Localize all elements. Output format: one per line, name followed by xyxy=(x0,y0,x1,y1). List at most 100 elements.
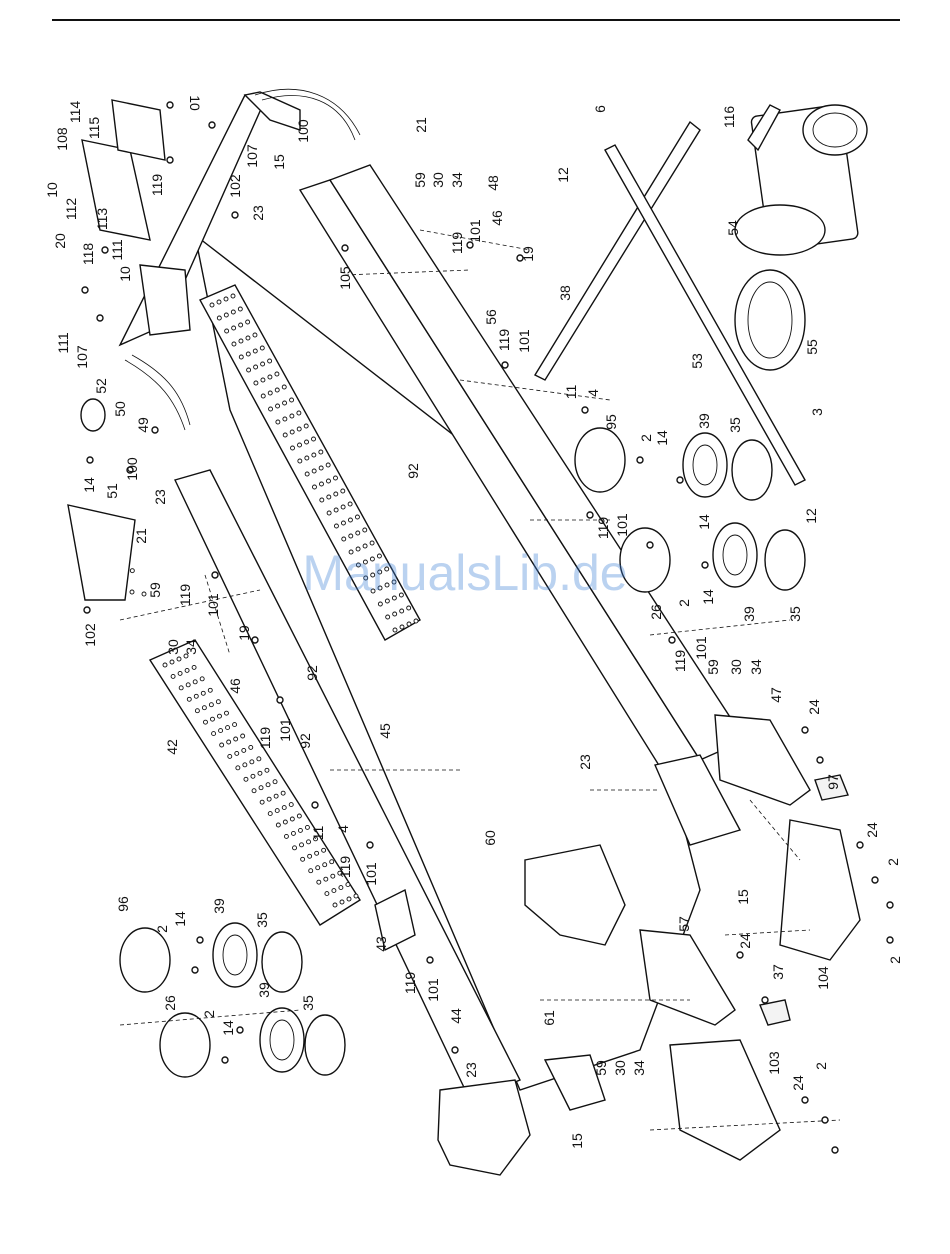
perforation-hole xyxy=(391,595,397,601)
part-label-l11b: 11 xyxy=(563,385,579,400)
part-label-l10a: 10 xyxy=(187,95,203,111)
part-label-l59b: 59 xyxy=(147,582,163,598)
screw-icon xyxy=(466,241,474,249)
part-label-l47: 47 xyxy=(768,687,784,703)
perforation-hole xyxy=(238,354,244,360)
perforation-hole xyxy=(199,676,205,682)
part-label-l21b: 21 xyxy=(133,528,149,544)
perforation-hole xyxy=(385,614,391,620)
perforation-hole xyxy=(267,374,273,380)
perforation-hole xyxy=(207,687,213,693)
perforation-hole xyxy=(297,458,303,464)
perforation-hole xyxy=(319,481,324,487)
perforation-hole xyxy=(238,322,244,328)
part-label-l104: 104 xyxy=(815,966,831,990)
perforation-hole xyxy=(273,793,279,799)
perforation-hole xyxy=(274,371,280,377)
perforation-hole xyxy=(245,351,251,357)
perforation-hole xyxy=(303,423,309,429)
part-label-l119d: 119 xyxy=(257,727,273,750)
part-label-l35a: 35 xyxy=(254,912,270,928)
perforation-hole xyxy=(231,325,237,331)
part-label-l3: 3 xyxy=(809,408,825,416)
part-label-l19b: 19 xyxy=(236,625,252,641)
part-label-l4b: 4 xyxy=(585,389,601,397)
perforation-hole xyxy=(348,533,354,539)
perforation-hole xyxy=(316,879,322,885)
perforation-hole xyxy=(232,722,238,728)
screw-icon xyxy=(126,466,134,474)
part-label-l105: 105 xyxy=(337,266,353,290)
perforation-hole xyxy=(260,393,266,399)
perforation-hole xyxy=(370,588,376,594)
perforation-hole xyxy=(370,572,376,578)
perforation-hole xyxy=(288,802,294,808)
part-label-l34a: 34 xyxy=(449,172,465,188)
screw-icon xyxy=(646,541,654,549)
perforation-hole xyxy=(333,491,339,497)
part-label-l101b: 101 xyxy=(205,593,221,617)
perforation-hole xyxy=(391,579,397,585)
perforation-hole xyxy=(340,488,346,494)
perforation-hole xyxy=(234,750,240,756)
perforation-hole xyxy=(377,601,383,607)
perforation-hole xyxy=(363,575,369,581)
perforation-hole xyxy=(377,585,383,591)
part-label-l19a: 19 xyxy=(520,246,536,262)
screw-icon xyxy=(451,1046,459,1054)
part-label-l15a: 15 xyxy=(271,154,287,170)
perforation-hole xyxy=(242,762,248,768)
part-label-l14e: 14 xyxy=(696,514,712,530)
part-label-l119c: 119 xyxy=(177,584,193,607)
screw-icon xyxy=(886,936,894,944)
perforation-hole xyxy=(274,387,280,393)
screw-icon xyxy=(871,876,879,884)
part-label-l114: 114 xyxy=(67,101,83,124)
perforation-hole xyxy=(355,546,361,552)
perforation-hole xyxy=(251,788,257,794)
part-label-l101g: 101 xyxy=(614,513,630,537)
perforation-hole xyxy=(300,856,306,862)
perforation-hole xyxy=(272,779,278,785)
perforation-hole xyxy=(215,699,221,705)
part-label-l14a: 14 xyxy=(81,477,97,493)
perforation-hole xyxy=(348,549,354,555)
screw-icon xyxy=(701,561,709,569)
perforation-hole xyxy=(194,708,200,714)
part-label-l30b: 30 xyxy=(165,639,181,655)
part-label-l56: 56 xyxy=(483,309,499,325)
perforation-hole xyxy=(384,566,390,572)
perforation-hole xyxy=(141,591,147,597)
perforation-hole xyxy=(209,302,215,308)
perforation-hole xyxy=(304,455,310,461)
perforation-hole xyxy=(193,693,199,699)
perforation-hole xyxy=(129,589,135,595)
perforation-hole xyxy=(296,410,302,416)
step-plate-holes xyxy=(82,293,419,908)
part-label-l2b: 2 xyxy=(201,1010,217,1018)
part-label-l23b: 23 xyxy=(152,489,168,505)
perforation-hole xyxy=(306,839,311,845)
part-label-l2c: 2 xyxy=(638,434,654,442)
part-label-l118: 118 xyxy=(80,243,96,266)
screw-icon xyxy=(166,101,174,109)
perforation-hole xyxy=(331,888,337,894)
perforation-hole xyxy=(314,850,320,856)
part-label-l45: 45 xyxy=(377,723,393,739)
perforation-hole xyxy=(340,520,346,526)
perforation-hole xyxy=(392,627,398,633)
screw-icon xyxy=(831,1146,839,1154)
part-label-l100b: 100 xyxy=(124,457,140,481)
part-label-l30c: 30 xyxy=(612,1060,628,1076)
perforation-hole xyxy=(362,527,368,533)
part-label-l6: 6 xyxy=(592,105,608,113)
part-label-l24a: 24 xyxy=(806,699,822,715)
part-label-l102a: 102 xyxy=(227,174,243,198)
perforation-hole xyxy=(259,345,265,351)
perforation-hole xyxy=(282,416,288,422)
part-label-l12b: 12 xyxy=(803,508,819,524)
perforation-hole xyxy=(275,403,281,409)
perforation-hole xyxy=(191,664,197,670)
part-label-l4a: 4 xyxy=(335,825,351,833)
